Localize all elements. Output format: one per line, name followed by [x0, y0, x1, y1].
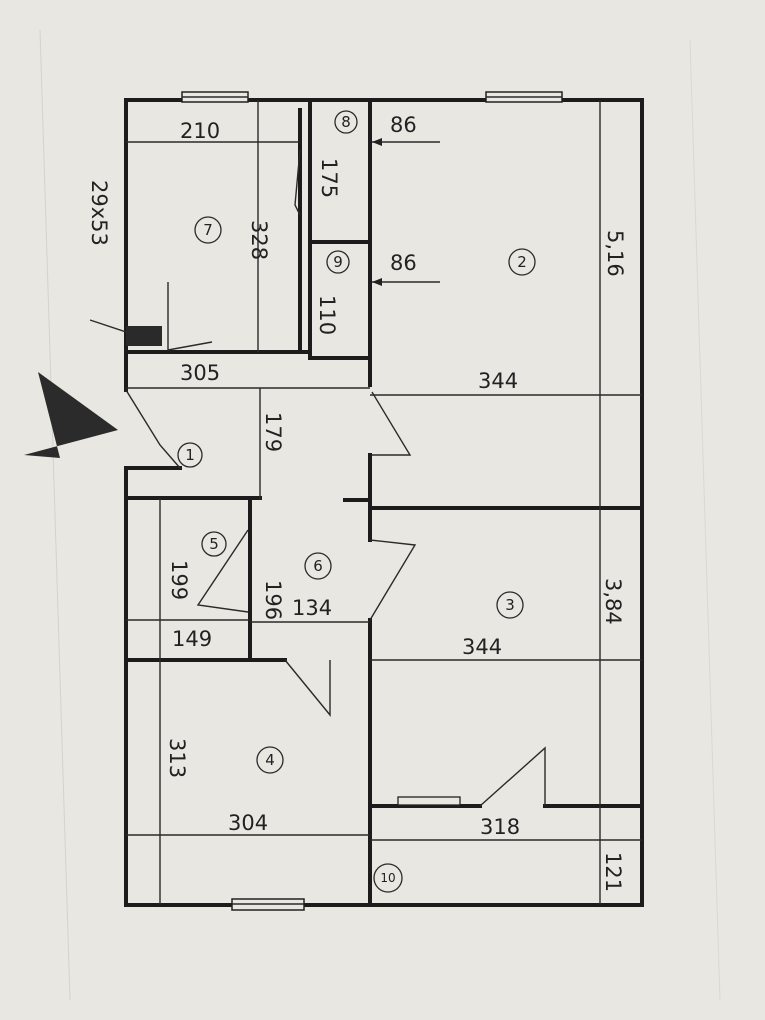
dim-196: 196	[261, 580, 285, 620]
wc-door	[294, 149, 301, 216]
dim-86-mid: 86	[390, 251, 417, 275]
room-9-marker: 9	[326, 250, 350, 274]
dim-305: 305	[180, 361, 220, 385]
duct-block	[126, 326, 162, 346]
dim-134: 134	[292, 596, 332, 620]
door-room10	[479, 746, 546, 807]
dim-149: 149	[172, 627, 212, 651]
dim-344-mid: 344	[462, 635, 502, 659]
room-5-number: 5	[209, 535, 219, 553]
room-5-marker: 5	[201, 531, 227, 557]
room-markers: 1 2 3 4 5 6 7 8	[177, 110, 536, 893]
dim-344-top: 344	[478, 369, 518, 393]
dim-313: 313	[165, 738, 189, 778]
walls	[124, 98, 644, 907]
room-9-number: 9	[333, 253, 343, 271]
dimension-labels: 210 86 175 328 86 110 305 344 5,16 179 1…	[87, 113, 627, 892]
note-29x53: 29x53	[87, 180, 111, 246]
window-room3	[397, 796, 461, 806]
room-7-marker: 7	[194, 216, 222, 244]
dim-516: 5,16	[603, 230, 627, 277]
dim-175: 175	[317, 158, 341, 198]
dim-318: 318	[480, 815, 520, 839]
door-room7	[167, 282, 213, 351]
room-3-number: 3	[505, 596, 515, 614]
door-room4	[284, 659, 331, 717]
room-4-marker: 4	[256, 746, 284, 774]
dim-121: 121	[601, 852, 625, 892]
room-10-marker: 10	[373, 863, 403, 893]
dim-199: 199	[167, 560, 191, 600]
dim-179: 179	[261, 412, 285, 452]
room-2-marker: 2	[508, 248, 536, 276]
dim-210: 210	[180, 119, 220, 143]
dim-328: 328	[247, 220, 271, 260]
doors	[125, 149, 546, 807]
door-room5	[196, 529, 249, 613]
room-6-marker: 6	[304, 552, 332, 580]
room-2-number: 2	[517, 253, 527, 271]
room-1-number: 1	[185, 446, 195, 464]
door-room2	[371, 391, 412, 456]
paper-smudges	[39, 29, 721, 1001]
door-entry	[125, 389, 181, 469]
door-room3	[369, 539, 417, 621]
dim-86-top: 86	[390, 113, 417, 137]
room-6-number: 6	[313, 557, 323, 575]
room-3-marker: 3	[496, 591, 524, 619]
room-10-number: 10	[380, 871, 395, 885]
dim-110: 110	[315, 295, 339, 335]
dim-384: 3,84	[601, 578, 625, 625]
entry-arrow-icon	[24, 372, 118, 458]
room-4-number: 4	[265, 751, 275, 769]
guide-lines	[89, 100, 642, 905]
dim-304: 304	[228, 811, 268, 835]
room-8-marker: 8	[334, 110, 358, 134]
room-8-number: 8	[341, 113, 351, 131]
windows	[181, 91, 563, 911]
room-1-marker: 1	[177, 442, 203, 468]
room-7-number: 7	[203, 221, 213, 239]
